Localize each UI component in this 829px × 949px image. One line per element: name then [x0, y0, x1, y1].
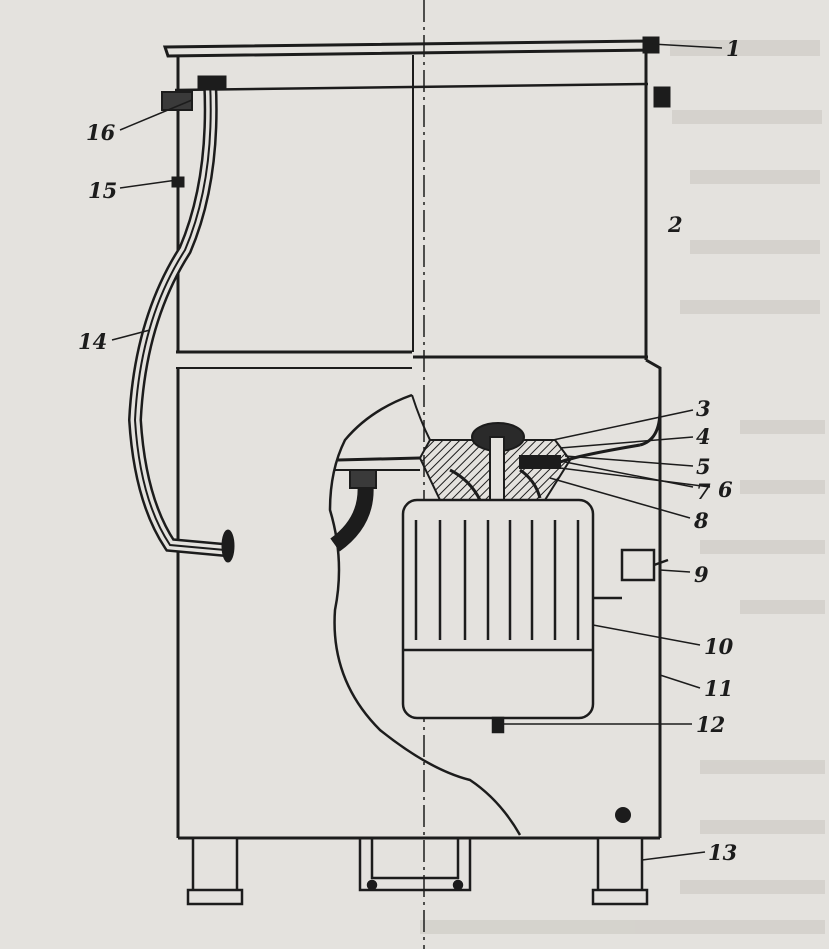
- label-4: 4: [696, 424, 711, 449]
- inner-hose: [330, 456, 421, 552]
- label-7: 7: [696, 479, 711, 504]
- switch-box: [593, 548, 669, 600]
- label-10: 10: [704, 634, 734, 659]
- leader-lines: [111, 43, 723, 861]
- lid: [162, 39, 658, 58]
- label-8: 8: [693, 508, 709, 533]
- right-latch: [653, 86, 671, 108]
- background-text-bleed: [420, 40, 825, 934]
- part-labels: 1 2 3 4 5 6 7 8 9 10 11 12 13 14 15 16: [78, 36, 741, 865]
- label-15: 15: [88, 178, 117, 203]
- label-12: 12: [696, 712, 725, 737]
- legs: [186, 836, 649, 906]
- label-9: 9: [694, 562, 709, 587]
- motor: [401, 498, 595, 734]
- drain-hose: [127, 75, 235, 563]
- agitator-assembly: [418, 422, 572, 508]
- hose-bracket: [161, 91, 193, 111]
- label-5: 5: [696, 454, 711, 479]
- label-11: 11: [704, 676, 733, 701]
- hose-clip: [171, 176, 185, 188]
- label-2: 2: [667, 212, 683, 237]
- label-1: 1: [726, 36, 741, 61]
- drain-knob: [615, 807, 631, 823]
- label-6: 6: [718, 477, 733, 502]
- label-14: 14: [78, 329, 107, 354]
- label-13: 13: [708, 840, 737, 865]
- label-3: 3: [696, 396, 711, 421]
- label-16: 16: [86, 120, 116, 145]
- lid-handle: [642, 36, 660, 54]
- machine-body: [162, 36, 671, 840]
- cutaway-edge: [328, 393, 522, 836]
